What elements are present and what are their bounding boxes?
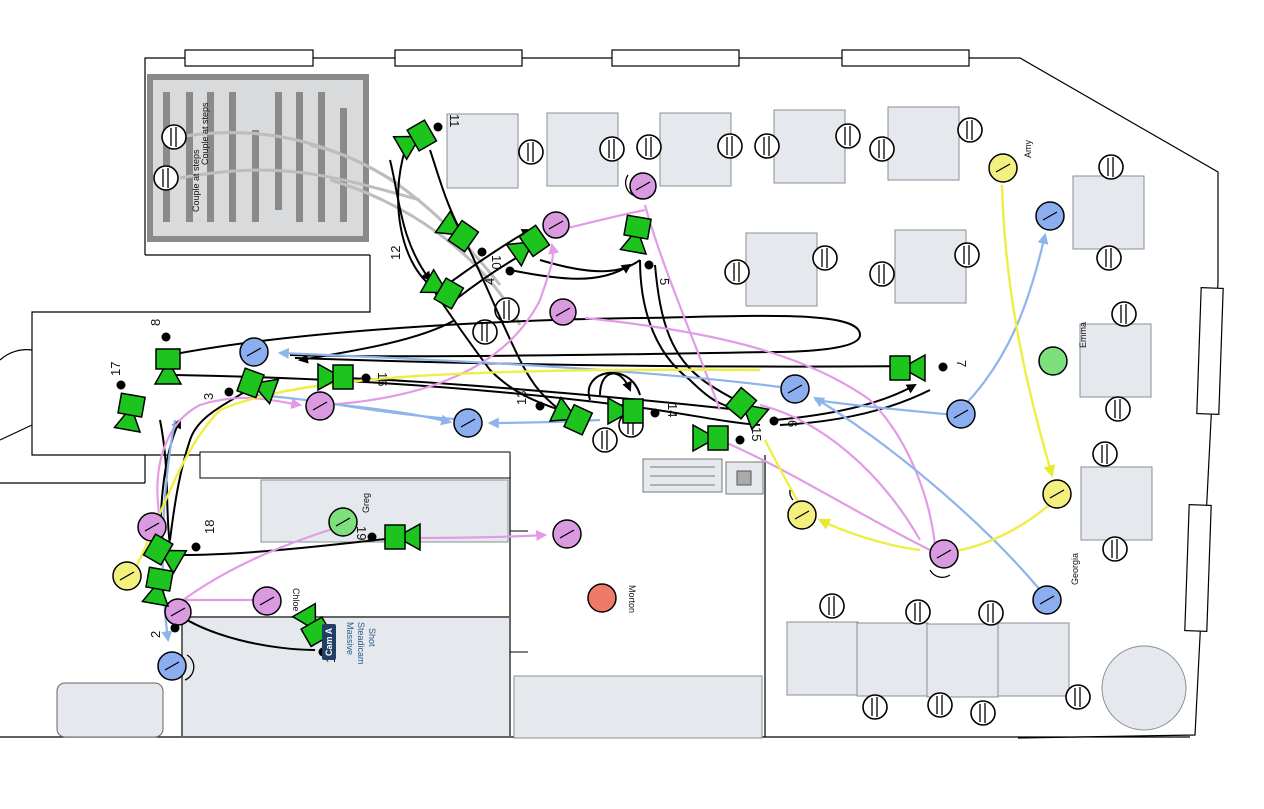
label-camera-4: 4 [482,278,497,285]
staircase [147,74,522,326]
tables [56,106,1187,739]
label-camera-8: 8 [148,319,163,326]
label-camera-5: 5 [657,278,672,285]
actor-red [587,583,617,613]
actors [112,153,1072,681]
camera-10 [434,210,480,254]
label-chloe: Chloe [291,588,301,612]
cam-a-note-line-1: Massive [345,622,355,655]
cam-a-note-line-2: Steadicam [356,622,366,665]
actor-green [328,346,1068,537]
cam-a-note: Cam A Massive Steadicam Shot [322,622,377,665]
camera-2 [141,566,175,607]
actor-hatch [119,163,1065,671]
label-camera-19: 19 [354,526,369,540]
camera-5 [619,214,653,255]
label-camera-17: 17 [108,362,123,376]
cam-a-badge [322,624,336,660]
yellow-paths [128,184,1056,581]
stove [642,458,764,495]
label-steps: Couple at steps [191,149,201,212]
label-camera-11: 11 [447,114,462,128]
label-camera-15: 15 [749,427,764,441]
pink-paths [156,204,937,611]
camera-13 [549,396,594,437]
label-camera-10: 10 [489,255,504,269]
label-morton: Morton [627,585,637,613]
character-labels: Amy Emma Georgia Morton Greg Chloe Coupl… [191,102,1088,613]
label-camera-16: 16 [375,372,390,386]
cam-a-note-line-3: Shot [367,628,377,647]
label-camera-6: 6 [785,420,800,427]
camera-19 [384,523,421,551]
label-camera-7: 7 [954,360,969,367]
label-steps-2: Couple at steps [200,102,210,165]
label-emma: Emma [1078,322,1088,348]
label-camera-14: 14 [665,403,680,417]
label-camera-12: 12 [388,246,403,260]
label-amy: Amy [1023,140,1033,159]
camera-17 [113,392,147,433]
camera-8 [154,348,182,385]
camera-16 [317,363,354,391]
label-camera-3: 3 [201,393,216,400]
cam-a-badge-text: Cam A [324,627,334,656]
windows [184,49,1224,632]
label-greg: Greg [361,493,371,513]
camera-15 [692,424,729,452]
camera-14 [607,397,644,425]
label-camera-18: 18 [202,520,217,534]
label-camera-13: 13 [514,391,529,405]
camera-7 [889,354,926,382]
label-georgia: Georgia [1070,553,1080,585]
label-camera-2: 2 [148,631,163,638]
